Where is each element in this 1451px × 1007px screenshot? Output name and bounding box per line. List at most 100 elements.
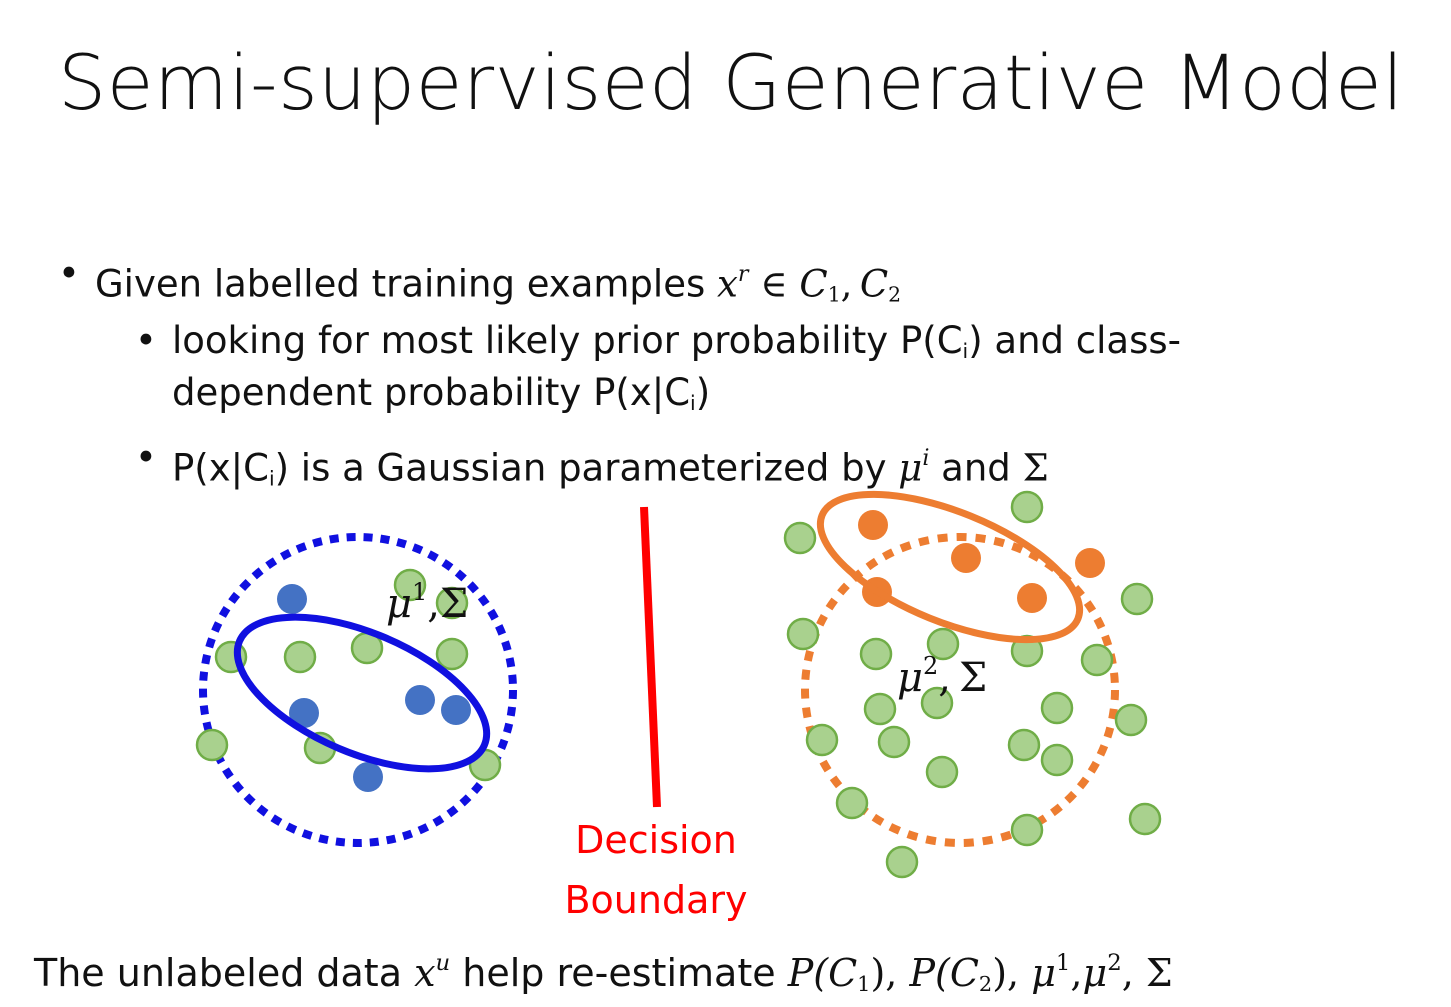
- bullet-text: Given labelled training examples: [95, 262, 706, 306]
- unlabeled-point: [1128, 802, 1162, 836]
- bullet-gaussian: P(x|Ci) is a Gaussian parameterized by μ…: [172, 432, 1049, 505]
- unlabeled-point: [925, 755, 959, 789]
- bullet-text: ) is a Gaussian parameterized by: [274, 446, 899, 490]
- math-p2: P(C: [909, 950, 979, 995]
- class1-point: [353, 762, 383, 792]
- math-sub: 1: [827, 282, 841, 307]
- bullet-labelled-examples: Given labelled training examples xr ∈ C1…: [95, 248, 901, 321]
- class1-point: [289, 698, 319, 728]
- unlabeled-point: [859, 637, 893, 671]
- math-paren: ),: [870, 950, 910, 995]
- sub-i: i: [690, 391, 696, 416]
- bottom-sentence: The unlabeled data xu help re-estimate P…: [34, 950, 1173, 996]
- math-sup: 1: [1055, 950, 1071, 976]
- bottom-text: help re-estimate: [450, 950, 788, 995]
- math-sigma: Σ: [440, 580, 469, 627]
- bullet-dot: •: [135, 436, 157, 479]
- math-p1: P(C: [787, 950, 858, 995]
- class2-point: [858, 510, 888, 540]
- class2-point: [1017, 583, 1047, 613]
- math-sub: 1: [857, 972, 871, 997]
- unlabeled-point: [920, 686, 954, 720]
- unlabeled-point: [195, 728, 229, 762]
- unlabeled-point: [435, 586, 469, 620]
- math-comma: ,: [840, 262, 853, 306]
- class1-points: [277, 584, 471, 792]
- unlabeled-point: [805, 723, 839, 757]
- math-mu: μ: [898, 446, 923, 490]
- unlabeled-point: [1040, 743, 1074, 777]
- mu1-label: μ1,Σ: [386, 578, 468, 627]
- class2-points: [858, 510, 1105, 613]
- unlabeled-point: [1114, 703, 1148, 737]
- mu2-label: μ2, Σ: [897, 652, 987, 701]
- math-sigma: Σ: [959, 654, 988, 701]
- bullet-text: looking for most likely prior probabilit…: [172, 319, 963, 362]
- unlabeled-point: [1040, 691, 1074, 725]
- unlabeled-point: [1080, 643, 1114, 677]
- unlabeled-point: [1010, 490, 1044, 524]
- math-sigma: Σ: [1145, 950, 1173, 995]
- unlabeled-point: [393, 568, 427, 602]
- sub-i: i: [962, 339, 969, 364]
- bullet-dot: •: [135, 319, 157, 362]
- math-paren: ),: [992, 950, 1032, 995]
- math-mu: μ: [1082, 950, 1108, 995]
- math-mu: μ: [897, 654, 923, 701]
- decision-boundary-line: [640, 506, 661, 808]
- sub-i: i: [268, 466, 275, 491]
- bullet-text: P(x|C: [172, 446, 269, 490]
- class1-gaussian-ellipse: [233, 613, 491, 773]
- unlabeled-point: [435, 637, 469, 671]
- math-comma: ,: [938, 654, 951, 701]
- math-sub: 2: [978, 972, 993, 997]
- math-sup: i: [922, 445, 930, 471]
- decision-label-line2: Boundary: [564, 878, 748, 922]
- unlabeled-point: [1120, 582, 1154, 616]
- member-symbol: ∈: [748, 262, 800, 306]
- math-comma: ,: [427, 580, 440, 627]
- bullet-text: and: [929, 446, 1023, 490]
- math-x: x: [414, 950, 436, 995]
- bullet-text: dependent probability P(x|C: [172, 371, 691, 414]
- math-comma: ,: [1070, 950, 1083, 995]
- decision-label-line1: Decision: [575, 818, 737, 862]
- math-sup: 2: [1107, 950, 1122, 976]
- math-sub: 2: [888, 282, 902, 307]
- math-sup: 1: [412, 578, 428, 606]
- unlabeled-point: [926, 627, 960, 661]
- unlabeled-point: [783, 521, 817, 555]
- math-sigma: Σ: [1022, 446, 1049, 490]
- math-x: x: [717, 262, 738, 306]
- decision-boundary-label: Decision Boundary: [526, 810, 786, 930]
- math-c: C: [799, 262, 828, 306]
- bullet-text: ): [695, 371, 711, 414]
- math-mu: μ: [386, 580, 412, 627]
- class1-dotted-circle: [199, 533, 517, 847]
- unlabeled-point: [863, 692, 897, 726]
- unlabeled-point: [1010, 634, 1044, 668]
- math-comma: ,: [1121, 950, 1146, 995]
- class2-point: [1075, 548, 1105, 578]
- unlabeled-point: [283, 640, 317, 674]
- class2-gaussian-ellipse: [816, 490, 1084, 644]
- math-mu: μ: [1031, 950, 1056, 995]
- unlabeled-point: [877, 725, 911, 759]
- bottom-text: The unlabeled data: [34, 950, 415, 995]
- class2-point: [951, 543, 981, 573]
- math-c: C: [859, 262, 889, 306]
- class1-point: [441, 695, 471, 725]
- bullet-prior-probability: looking for most likely prior probabilit…: [172, 315, 1181, 377]
- math-sup: 2: [923, 652, 939, 680]
- unlabeled-point: [835, 786, 869, 820]
- unlabeled-point: [1007, 728, 1041, 762]
- class1-point: [277, 584, 307, 614]
- bullet-text: ) and class-: [968, 319, 1181, 362]
- unlabeled-point: [1010, 813, 1044, 847]
- class1-point: [405, 685, 435, 715]
- math-sup: r: [737, 261, 749, 287]
- bullet-dot: •: [58, 252, 80, 295]
- class2-dotted-circle: [801, 533, 1119, 847]
- math-sup: u: [435, 950, 451, 976]
